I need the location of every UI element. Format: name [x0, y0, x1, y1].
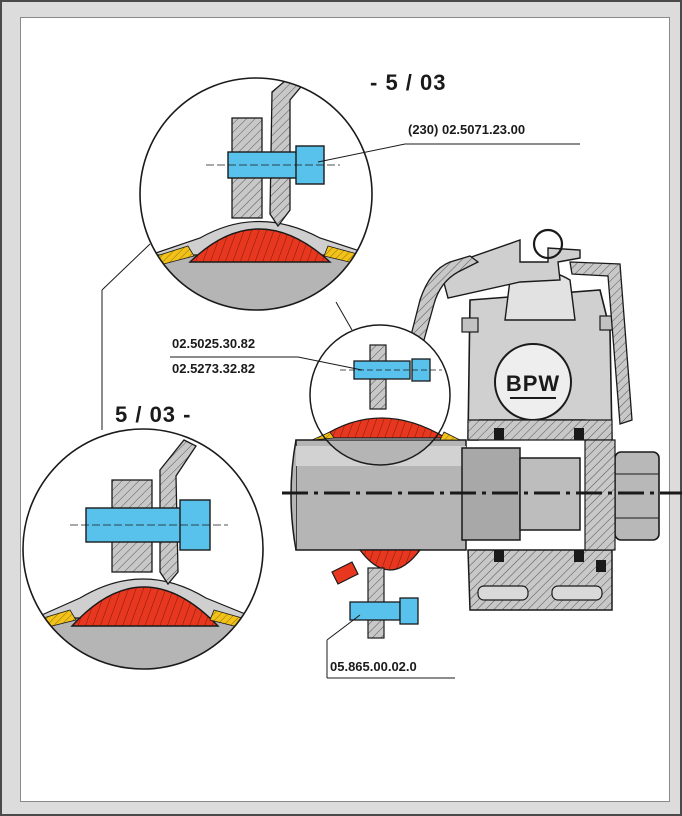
leader-lines [101, 143, 580, 679]
top-detail-circle [139, 77, 373, 311]
left-detail-circle [22, 428, 264, 670]
left-detail [22, 428, 264, 670]
spring-hook [532, 228, 564, 260]
part-number-bottom: 05.865.00.02.0 [330, 659, 417, 674]
top-detail [139, 77, 373, 311]
version-label-left: 5 / 03 - [115, 402, 192, 427]
hub-nut [614, 451, 660, 541]
rubber-bush-left [70, 586, 220, 627]
part-number-top: (230) 02.5071.23.00 [408, 122, 526, 137]
grease-nipple [331, 561, 359, 585]
rubber-bush-mid [317, 417, 449, 439]
housing-lower-section [467, 549, 613, 611]
rubber-bush-top [188, 228, 332, 263]
mid-detail-circle [309, 324, 451, 466]
part-number-mid-1: 02.5025.30.82 [172, 336, 256, 351]
bpw-logo-text: BPW [506, 371, 560, 396]
part-number-mid-2: 02.5273.32.82 [172, 361, 256, 376]
top-bracket [439, 239, 581, 299]
version-label-top: - 5 / 03 [370, 70, 447, 95]
